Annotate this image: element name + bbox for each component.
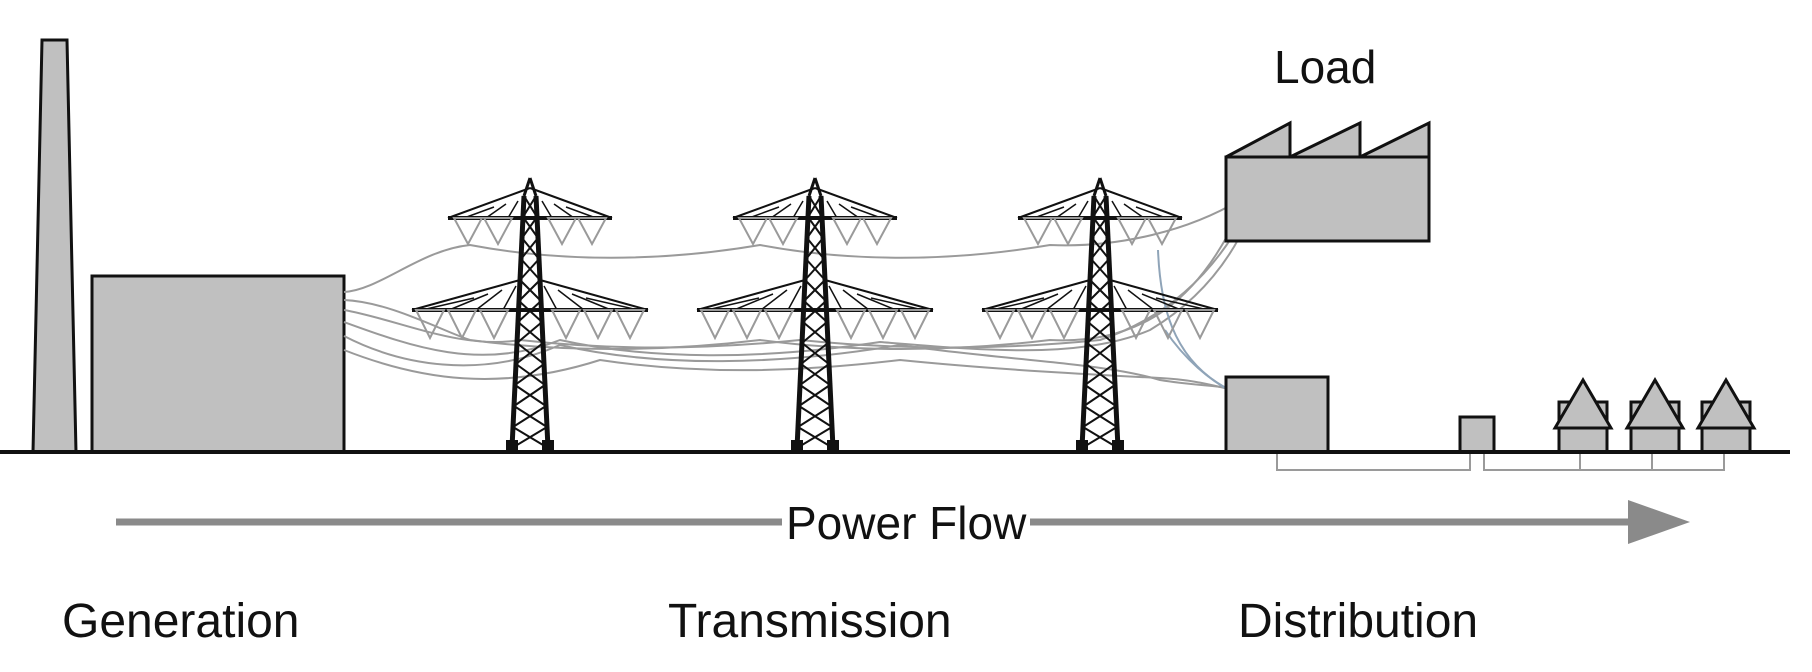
factory-roof-tooth-1 (1225, 120, 1292, 159)
factory-roof-tooth-3 (1359, 120, 1431, 159)
houses (1552, 377, 1757, 454)
house-2 (1624, 377, 1686, 454)
factory-load (1224, 120, 1431, 243)
generator-building (90, 274, 346, 454)
power-flow-arrow-head (1628, 500, 1690, 544)
house-1 (1552, 377, 1614, 454)
transmission-tower-3 (981, 177, 1219, 450)
generation-plant (31, 38, 346, 454)
distribution-label: Distribution (1238, 595, 1479, 648)
pole-transformer (1458, 415, 1496, 454)
power-flow-label: Power Flow (782, 500, 1031, 546)
smokestack (31, 38, 78, 454)
factory-building (1224, 155, 1431, 243)
generation-label: Generation (62, 595, 300, 648)
transmission-towers (411, 177, 1219, 450)
transmission-tower-2 (696, 177, 934, 450)
factory-roof-tooth-2 (1289, 120, 1362, 159)
transmission-tower-1 (411, 177, 649, 450)
distribution-lines (1276, 452, 1725, 471)
transmission-label: Transmission (668, 595, 952, 648)
load-label: Load (1274, 41, 1377, 93)
substation-box (1224, 375, 1330, 454)
house-3 (1695, 377, 1757, 454)
